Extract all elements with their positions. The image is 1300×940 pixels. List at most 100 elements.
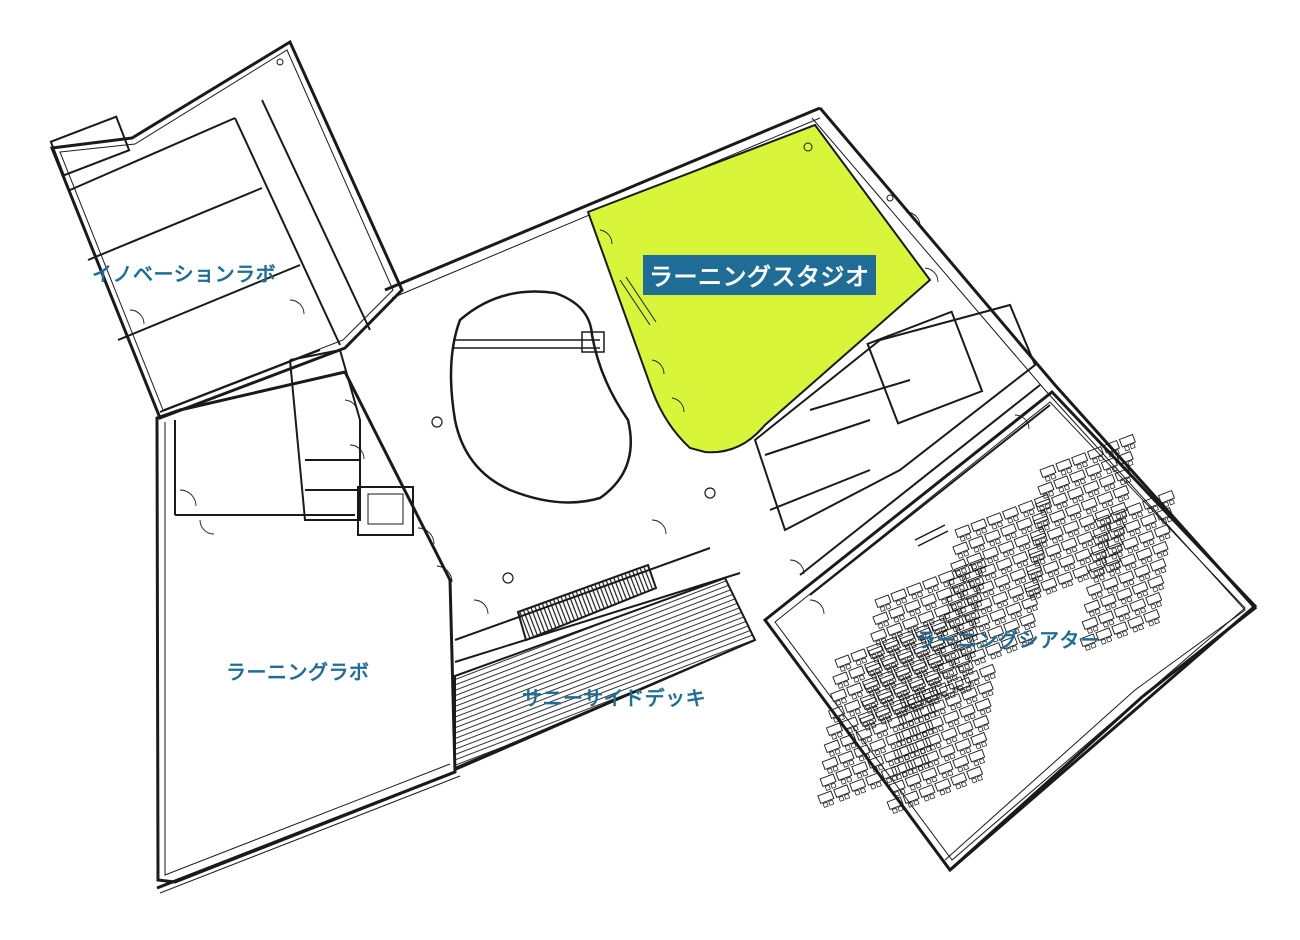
theater-desk [972,715,992,734]
theater-desk [1018,500,1037,519]
theater-desk [1033,515,1052,534]
theater-desk [851,761,870,780]
theater-desk [954,738,974,757]
theater-desk [950,772,969,791]
theater-desk [1131,581,1151,600]
theater-desk [1009,568,1029,587]
theater-desk [1137,530,1157,549]
theater-desk [1049,509,1068,528]
theater-desk [904,773,924,792]
theater-desk [1080,497,1100,516]
theater-desk [991,591,1011,610]
theater-desk [833,784,852,803]
theater-desk [970,518,990,537]
theater-desk [819,773,839,792]
theater-desk [1044,543,1064,562]
theater-desk [883,749,902,768]
theater-desk [823,739,843,758]
theater-desk [976,681,996,700]
theater-desk [968,535,987,554]
theater-desk [906,582,925,601]
theater-desk [929,699,948,718]
theater-desk [1111,621,1130,640]
theater-desk [1015,517,1035,536]
theater-desk [1021,596,1040,615]
room-label-learning-studio[interactable]: ラーニングスタジオ [643,255,876,295]
room-label-learning-theater[interactable]: ラーニングシアター [916,628,1101,652]
theater-desk [1051,492,1070,511]
bridge [453,331,605,353]
theater-desk [913,705,932,724]
theater-desk [895,728,914,747]
theater-desk [1098,474,1118,493]
theater-desk [1097,610,1117,629]
theater-desk [986,512,1005,531]
atrium-void [449,290,632,504]
sunny-side-deck-area[interactable] [454,576,757,770]
theater-desk [958,704,978,723]
theater-desk [914,736,934,755]
theater-desk [1110,508,1130,527]
theater-desk [920,767,940,786]
theater-desk [1026,566,1046,585]
theater-desk [1149,558,1169,577]
theater-desk [1005,602,1024,621]
door-swings [129,211,1030,615]
theater-desk [817,790,837,809]
theater-desk [1053,475,1072,494]
theater-desk [968,749,987,768]
theater-desk [997,540,1017,559]
theater-desk [890,588,910,607]
theater-desk [850,648,870,667]
theater-desk [1056,571,1075,590]
theater-desk [1074,548,1093,567]
theater-desk [1083,599,1103,618]
room-label-sunny-side-deck[interactable]: サニーサイドデッキ [522,686,707,710]
theater-desk [872,611,892,630]
theater-desk [1151,541,1171,560]
theater-desk [924,733,944,752]
theater-desk [960,687,980,706]
theater-desk [1062,520,1082,539]
theater-desk [1060,537,1080,556]
theater-desk [896,760,916,779]
theater-desk [916,719,936,738]
theater-desk [1145,592,1164,611]
room-label-innovation-lab[interactable]: イノベーションラボ [92,262,277,286]
theater-desk [1085,463,1104,482]
theater-desk [1035,498,1054,517]
theater-desk [942,710,962,729]
theater-desk [1119,553,1139,572]
theater-desk [835,767,855,786]
theater-desk [922,750,942,769]
theater-desk [1118,434,1138,453]
theater-desk [1126,502,1145,521]
theater-desk [1067,486,1086,505]
theater-desk [993,574,1013,593]
theater-desk [897,711,917,730]
theater-desk [1140,513,1159,532]
theater-desk [1115,587,1135,606]
theater-desk [904,599,923,618]
theater-desk [995,557,1015,576]
theater-desk [1133,564,1153,583]
theater-desk [1088,565,1107,584]
theater-desk [1113,604,1133,623]
theater-desk [834,654,854,673]
theater-desk [1086,582,1105,601]
theater-desk [848,665,867,684]
theater-desk [846,682,865,701]
theater-desk [927,716,946,735]
theater-desk [832,671,852,690]
theater-desk [1058,554,1078,573]
theater-desk [893,745,912,764]
theater-desk [886,622,905,641]
theater-desk [1024,583,1044,602]
theater-desk [936,761,956,780]
theater-desk [934,778,953,797]
theater-desk [1040,577,1060,596]
theater-desk [888,779,908,798]
room-label-learning-lab[interactable]: ラーニングラボ [226,660,370,684]
theater-desk [898,743,918,762]
theater-desk [1072,565,1091,584]
